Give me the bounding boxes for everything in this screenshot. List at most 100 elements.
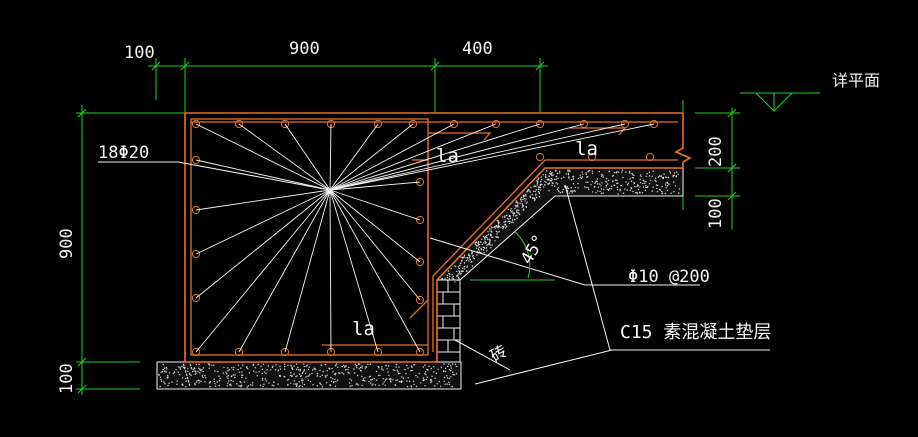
speckle bbox=[160, 378, 162, 381]
speckle bbox=[591, 170, 594, 172]
speckle bbox=[256, 375, 259, 377]
rebar-dot bbox=[620, 119, 630, 129]
speckle bbox=[619, 188, 621, 191]
speckle bbox=[551, 184, 553, 187]
speckle bbox=[628, 171, 631, 173]
speckle bbox=[193, 367, 196, 370]
speckle bbox=[437, 368, 439, 370]
speckle bbox=[444, 278, 446, 280]
speckle bbox=[602, 192, 604, 194]
speckle bbox=[426, 376, 428, 378]
speckle bbox=[321, 374, 323, 376]
leader-c15-b bbox=[474, 349, 613, 385]
speckle bbox=[230, 375, 232, 378]
leader-phi10 bbox=[429, 237, 700, 286]
speckle bbox=[167, 384, 169, 387]
speckle bbox=[249, 384, 252, 386]
speckle bbox=[517, 201, 519, 204]
speckle bbox=[617, 182, 619, 184]
speckle bbox=[535, 185, 537, 187]
radial-leader bbox=[329, 123, 541, 191]
radial-leader bbox=[329, 123, 379, 191]
speckle bbox=[497, 236, 499, 239]
speckle bbox=[636, 193, 639, 195]
speckle bbox=[647, 185, 649, 188]
speckle bbox=[303, 365, 305, 368]
speckle bbox=[454, 265, 456, 267]
speckle bbox=[644, 189, 647, 192]
speckle bbox=[502, 216, 504, 218]
speckle bbox=[450, 267, 452, 269]
speckle bbox=[515, 205, 518, 207]
speckle bbox=[214, 383, 216, 385]
speckle bbox=[546, 170, 548, 172]
rebar-dot bbox=[373, 119, 383, 129]
speckle bbox=[189, 384, 191, 386]
speckle bbox=[504, 223, 506, 225]
speckle bbox=[431, 380, 433, 382]
speckle bbox=[199, 372, 201, 374]
speckle bbox=[548, 182, 550, 185]
speckle bbox=[397, 379, 399, 381]
speckle bbox=[483, 246, 485, 249]
speckle bbox=[526, 201, 528, 203]
speckle bbox=[319, 369, 321, 372]
speckle bbox=[624, 188, 626, 190]
speckle bbox=[629, 189, 632, 192]
speckle bbox=[508, 218, 510, 220]
speckle bbox=[211, 364, 213, 366]
speckle bbox=[452, 275, 454, 278]
speckle bbox=[486, 234, 488, 237]
speckle bbox=[468, 260, 470, 262]
speckle bbox=[448, 363, 450, 365]
speckle bbox=[181, 377, 184, 379]
speckle bbox=[418, 372, 420, 375]
speckle bbox=[188, 383, 191, 385]
speckle bbox=[559, 172, 561, 174]
speckle bbox=[300, 375, 303, 377]
speckle bbox=[523, 198, 526, 200]
speckle bbox=[572, 190, 574, 192]
speckle bbox=[265, 372, 267, 374]
speckle bbox=[465, 259, 468, 262]
right-dim-slash-top bbox=[727, 108, 737, 118]
speckle bbox=[622, 176, 624, 179]
speckle bbox=[632, 174, 634, 176]
speckle bbox=[603, 188, 605, 191]
speckle bbox=[600, 188, 603, 190]
speckle bbox=[283, 375, 285, 378]
speckle bbox=[567, 187, 570, 190]
speckle bbox=[190, 366, 192, 369]
speckle bbox=[593, 186, 596, 188]
speckle bbox=[316, 385, 319, 387]
speckle bbox=[178, 366, 180, 368]
speckle bbox=[308, 375, 310, 377]
speckle bbox=[636, 184, 639, 186]
speckle bbox=[544, 180, 546, 183]
speckle bbox=[565, 173, 567, 175]
speckle bbox=[232, 380, 234, 383]
speckle bbox=[497, 221, 499, 223]
speckle bbox=[313, 367, 315, 369]
speckle bbox=[239, 380, 241, 383]
speckle bbox=[371, 384, 373, 386]
speckle bbox=[536, 182, 539, 184]
radial-leader bbox=[329, 189, 421, 221]
speckle bbox=[361, 375, 363, 378]
rebar-dot bbox=[449, 119, 459, 129]
speckle bbox=[502, 228, 504, 230]
left-dim-slash-top bbox=[77, 108, 87, 118]
speckle bbox=[190, 374, 192, 377]
speckle bbox=[460, 256, 462, 258]
speckle bbox=[669, 170, 671, 173]
label-la-2: la bbox=[575, 138, 598, 160]
speckle bbox=[388, 365, 390, 367]
speckle bbox=[492, 226, 494, 229]
speckle bbox=[312, 369, 314, 371]
speckle bbox=[266, 369, 268, 371]
speckle bbox=[470, 261, 472, 263]
speckle bbox=[274, 369, 277, 371]
speckle bbox=[556, 183, 559, 185]
speckle bbox=[548, 175, 550, 177]
speckle bbox=[484, 238, 486, 240]
